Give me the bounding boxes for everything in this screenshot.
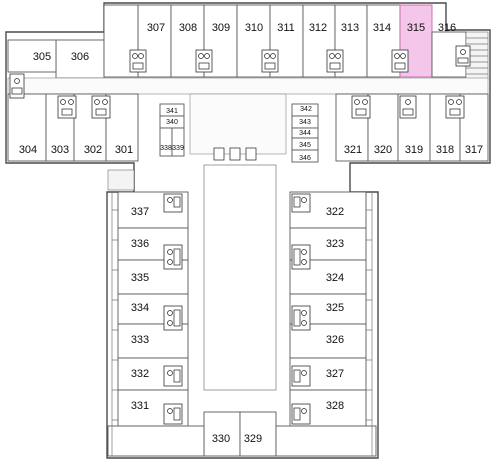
room-label-307: 307 bbox=[147, 22, 165, 34]
room-label-341: 341 bbox=[166, 108, 178, 115]
bath-310-311 bbox=[261, 49, 279, 73]
elevator-3 bbox=[245, 147, 257, 161]
room-306[interactable] bbox=[55, 39, 105, 79]
room-label-313: 313 bbox=[341, 22, 359, 34]
room-329[interactable] bbox=[239, 411, 277, 457]
top-room-row bbox=[7, 4, 489, 81]
room-label-344: 344 bbox=[299, 130, 311, 137]
room-label-319: 319 bbox=[405, 144, 423, 156]
bath-305 bbox=[9, 73, 25, 99]
bath-321-320 bbox=[351, 95, 371, 119]
bathroom-fixtures bbox=[9, 45, 471, 425]
room-label-306: 306 bbox=[71, 51, 89, 63]
bath-312-313 bbox=[326, 49, 344, 73]
bath-319 bbox=[399, 95, 417, 119]
room-label-346: 346 bbox=[299, 155, 311, 162]
room-label-310: 310 bbox=[245, 22, 263, 34]
room-label-325: 325 bbox=[326, 302, 344, 314]
room-label-328: 328 bbox=[326, 400, 344, 412]
bath-303-302 bbox=[57, 95, 77, 119]
room-labels: 307 308 309 310 311 312 313 314 315 316 … bbox=[19, 22, 483, 445]
room-label-337: 337 bbox=[131, 206, 149, 218]
room-label-309: 309 bbox=[212, 22, 230, 34]
south-wing-east-rooms bbox=[239, 191, 367, 457]
room-label-308: 308 bbox=[179, 22, 197, 34]
bath-318-317 bbox=[445, 95, 465, 119]
room-label-301: 301 bbox=[115, 144, 133, 156]
room-label-316: 316 bbox=[438, 22, 456, 34]
elevator-1 bbox=[213, 147, 225, 161]
north-wing-south-rooms bbox=[7, 93, 489, 163]
room-label-324: 324 bbox=[326, 272, 344, 284]
room-label-326: 326 bbox=[326, 334, 344, 346]
room-label-345: 345 bbox=[299, 142, 311, 149]
room-label-339: 339 bbox=[172, 145, 184, 152]
elevator-2 bbox=[229, 147, 241, 161]
room-label-334: 334 bbox=[131, 302, 149, 314]
bath-316 bbox=[455, 45, 471, 67]
room-label-332: 332 bbox=[131, 368, 149, 380]
room-label-343: 343 bbox=[299, 119, 311, 126]
south-end-rooms bbox=[107, 425, 377, 457]
stairwell-sw bbox=[107, 169, 135, 191]
room-label-330: 330 bbox=[212, 433, 230, 445]
room-label-315: 315 bbox=[407, 22, 425, 34]
room-label-323: 323 bbox=[326, 238, 344, 250]
room-305[interactable] bbox=[7, 39, 57, 73]
room-label-331: 331 bbox=[131, 400, 149, 412]
room-label-317: 317 bbox=[465, 144, 483, 156]
room-label-336: 336 bbox=[131, 238, 149, 250]
room-label-314: 314 bbox=[373, 22, 391, 34]
room-label-320: 320 bbox=[374, 144, 392, 156]
room-label-333: 333 bbox=[131, 334, 149, 346]
room-label-342: 342 bbox=[300, 106, 312, 113]
room-label-318: 318 bbox=[436, 144, 454, 156]
room-301[interactable] bbox=[105, 93, 139, 162]
atrium bbox=[203, 147, 277, 391]
bath-307-308 bbox=[129, 49, 147, 73]
room-label-312: 312 bbox=[309, 22, 327, 34]
bath-309-310 bbox=[195, 49, 213, 73]
wall-ticks bbox=[111, 192, 373, 456]
room-label-302: 302 bbox=[84, 144, 102, 156]
room-label-311: 311 bbox=[277, 22, 295, 34]
room-label-335: 335 bbox=[131, 272, 149, 284]
main-corridor bbox=[7, 77, 489, 155]
room-339[interactable] bbox=[171, 127, 185, 157]
room-label-321: 321 bbox=[344, 144, 362, 156]
room-320[interactable] bbox=[367, 93, 399, 162]
bath-314-315 bbox=[391, 49, 409, 73]
bath-302-301 bbox=[91, 95, 111, 119]
room-label-322: 322 bbox=[326, 206, 344, 218]
room-label-338: 338 bbox=[160, 145, 172, 152]
room-label-327: 327 bbox=[326, 368, 344, 380]
room-346[interactable] bbox=[291, 149, 319, 163]
room-label-303: 303 bbox=[51, 144, 69, 156]
room-label-305: 305 bbox=[33, 51, 51, 63]
room-317[interactable] bbox=[459, 93, 489, 162]
room-label-329: 329 bbox=[244, 433, 262, 445]
room-label-340: 340 bbox=[166, 119, 178, 126]
room-304[interactable] bbox=[7, 93, 47, 162]
room-label-304: 304 bbox=[19, 144, 37, 156]
